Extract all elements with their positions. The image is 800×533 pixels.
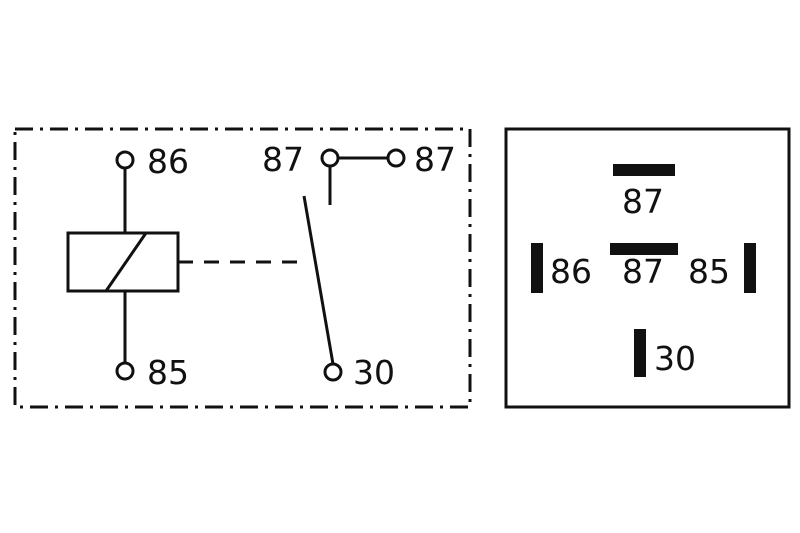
schematic-border — [13, 127, 472, 409]
pinout-panel: 87 86 87 85 30 — [504, 127, 791, 409]
pin-label-85: 85 — [688, 252, 730, 291]
coil-diagonal — [104, 232, 148, 292]
switch-blade — [302, 195, 335, 365]
pin-label-86: 86 — [550, 252, 592, 291]
terminal-circle-86 — [115, 150, 135, 170]
schematic-panel: 86 85 87 87 30 — [13, 127, 472, 409]
pin-blade-30 — [634, 329, 646, 377]
pin-label-87-mid: 87 — [622, 252, 664, 291]
terminal-label-87-switch: 87 — [262, 140, 304, 179]
terminal-label-86: 86 — [147, 142, 189, 181]
pin-blade-86 — [531, 243, 543, 293]
terminal-circle-30 — [323, 362, 343, 382]
pin-label-87-top: 87 — [622, 182, 664, 221]
pin-blade-85 — [744, 243, 756, 293]
pin-blade-87-mid — [610, 243, 678, 255]
terminal-label-30: 30 — [353, 353, 395, 392]
terminal-circle-87-output — [386, 148, 406, 168]
terminal-label-87-output: 87 — [414, 140, 456, 179]
pin-label-30: 30 — [654, 339, 696, 378]
terminal-circle-85 — [115, 361, 135, 381]
terminal-label-85: 85 — [147, 353, 189, 392]
pin-blade-87-top — [613, 164, 675, 176]
terminal-circle-87-switch — [320, 148, 340, 168]
coil-box — [66, 231, 180, 293]
pinout-border — [504, 127, 791, 409]
